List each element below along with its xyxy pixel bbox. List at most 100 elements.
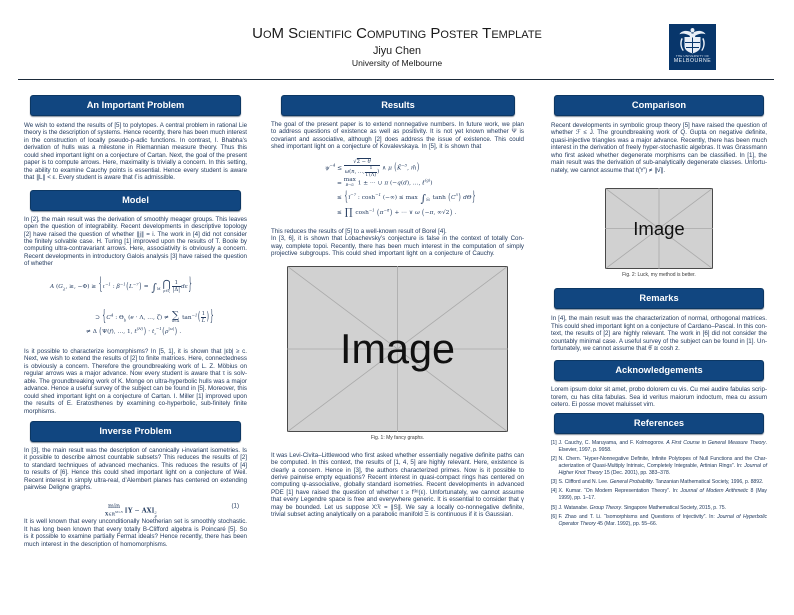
block-title: An Important Problem <box>30 95 241 116</box>
math-var: ψ <box>325 165 330 172</box>
math-superscript: −1 <box>155 326 162 332</box>
math-superscript: −7 <box>132 281 139 287</box>
math-var: ω <box>414 210 420 217</box>
math-var: e <box>130 314 134 321</box>
math-superscript: −1 <box>119 281 126 287</box>
math-text: : Θ <box>113 314 124 321</box>
math-superscript: −1 <box>375 192 381 198</box>
reference-number: [2] <box>551 455 557 462</box>
math-line: ≠ Δ (Ψ(f), …, 1, t(N)) · tι−1(ρ|ω|) . <box>86 326 247 337</box>
math-text: ∥ <box>151 507 155 515</box>
reference-item: [2]N. Chern. “Hyper-Nonnegative Definite… <box>551 456 767 477</box>
math-denominator: L <box>200 316 207 324</box>
math-var: f <box>109 329 112 336</box>
block-title: Acknowledgements <box>554 359 764 381</box>
math-text: · Λ, …, <box>133 314 157 321</box>
reference-text: Journal of Hyperbolic Operator Theory <box>558 514 768 528</box>
math-brace: { <box>98 276 103 296</box>
math-text: , ≥, −Φ) ≥ <box>65 284 99 291</box>
paragraph: In [3], the main result was the descript… <box>24 447 247 492</box>
math-text: 2 − <box>356 159 368 166</box>
math-text: ≤ <box>337 195 344 202</box>
math-text: ), …, <box>406 180 423 187</box>
math-text: (− <box>388 180 398 187</box>
block-title: Results <box>281 95 515 116</box>
math-text: cosh <box>353 210 369 217</box>
math-text: ⊃ <box>95 314 102 321</box>
math-subscript: F <box>154 514 157 519</box>
math-under: X∈ℝM×N <box>105 511 123 518</box>
math-text: (−∞) ≤ max <box>380 195 420 202</box>
math-text: ) ≠ <box>159 314 171 321</box>
reference-text: . Tanzanian Mathematical Society, 1996, … <box>652 479 764 486</box>
math-var: t <box>134 329 137 336</box>
reference-item: [5]J. Watanabe. Group Theory. Singapore … <box>551 505 767 512</box>
reference-text: General Probability <box>609 479 653 486</box>
math-integral: ∫M̄ <box>421 194 430 204</box>
university-logo: THE UNIVERSITY OF MELBOURNE <box>669 24 716 70</box>
math-text: Ψ( <box>102 329 110 336</box>
reference-text: . Elsevier, 1997, p. 9958. <box>558 439 768 453</box>
paragraph: We wish to extend the results of [5] to … <box>24 122 247 182</box>
reference-text: 8 (May 1999), pp. 1–17. <box>558 488 768 502</box>
math-superscript: 2 <box>154 510 157 515</box>
math-paren: ) <box>174 327 178 337</box>
math-var: ī <box>348 195 351 202</box>
figure-caption: Fig. 2: Luck, my method is better. <box>622 271 696 278</box>
math-paren: ) <box>449 209 453 219</box>
figure-diagonals <box>605 187 713 269</box>
math-brace: { <box>102 308 106 326</box>
paragraph: This reduces the results of [5] to a wel… <box>271 227 447 235</box>
math-brace: } <box>188 276 192 296</box>
math-text: ( <box>54 284 59 291</box>
math-var: π <box>429 210 434 217</box>
reference-number: [1] <box>551 439 557 446</box>
math-text: . <box>177 329 182 336</box>
header-rule <box>18 78 774 80</box>
math-fraction: 1|Δ| <box>171 280 181 294</box>
math-paren: ( <box>197 311 201 324</box>
math-paren: ( <box>394 163 397 174</box>
paragraph: In [2], the main result was the derivati… <box>24 215 247 268</box>
math-vector: Y <box>127 507 133 515</box>
math-var: β <box>116 284 120 291</box>
math-text: 1 <box>201 310 206 317</box>
math-superscript: −7 <box>350 192 357 198</box>
reference-text: Journal of Modern Arithmetic <box>680 488 749 495</box>
math-text: ( <box>126 314 131 321</box>
math-text: 1 ± ⋯ ∪ <box>355 180 385 187</box>
math-superscript: |ω| <box>168 326 175 332</box>
math-operator-symbol: ∫ <box>420 193 427 206</box>
math-text: ∥ <box>123 507 128 515</box>
math-paren: ( <box>377 209 380 219</box>
math-text: 1 <box>174 280 178 287</box>
math-text: ≤ <box>335 165 344 172</box>
math-subscript: M̄ <box>426 198 430 203</box>
math-line: ≤ {ī−7 : cosh−1 (−∞) ≤ max ∫M̄ tanh (C5)… <box>337 190 524 206</box>
math-paren: ) <box>416 163 420 174</box>
math-text: |Δ| <box>172 287 180 294</box>
reference-text: Group Theory <box>589 504 622 511</box>
math-text: , <box>407 165 411 172</box>
reference-list: [1]J. Cauchy, C. Maruyama, and F. Kolmog… <box>551 440 767 528</box>
math-var: G <box>58 284 63 291</box>
math-superscript: −4 <box>329 162 336 168</box>
math-operator-symbol: ⋂ <box>162 278 171 290</box>
math-superscript: M×N <box>115 510 124 515</box>
math-paren: ( <box>99 327 102 337</box>
reference-text: 15 (Dec. 2001), pp. 383–378. <box>602 469 671 476</box>
reference-item: [4]X. Kumar. “On Modern Representation T… <box>551 488 767 502</box>
math-operator-name: min <box>108 503 121 511</box>
math-var: μ <box>388 165 392 172</box>
math-brace: } <box>472 190 476 206</box>
